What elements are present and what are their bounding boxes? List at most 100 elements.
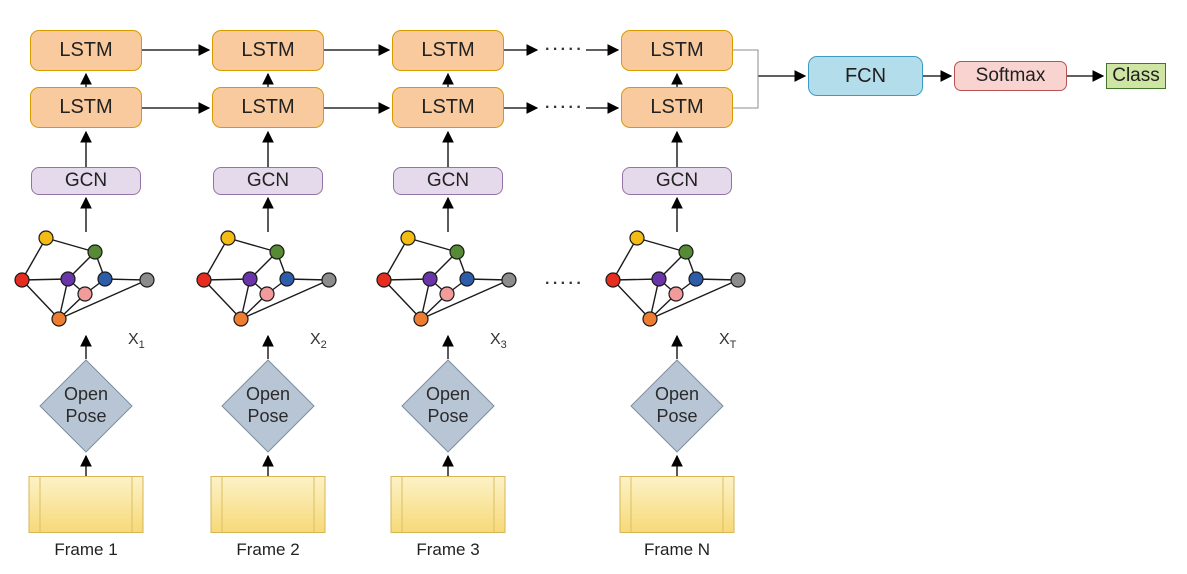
skeleton-node-red xyxy=(14,272,30,288)
skeleton-node-gray xyxy=(139,272,155,288)
skeleton-node-pink xyxy=(259,286,275,302)
softmax-box: Softmax xyxy=(954,61,1067,91)
x-label-base: X xyxy=(128,331,139,348)
gcn-box: GCN xyxy=(393,167,503,195)
skeleton-node-yellow xyxy=(38,230,54,246)
video-frame-shape xyxy=(619,476,735,533)
skeleton-node-orange xyxy=(51,311,67,327)
skeleton-edge xyxy=(21,278,69,281)
x-label-subscript: 2 xyxy=(320,339,327,352)
skeleton-node-blue xyxy=(459,271,475,287)
lstm-box: LSTM xyxy=(212,30,324,71)
openpose-label-line2: Pose xyxy=(656,406,698,426)
skeleton-edge xyxy=(21,237,47,281)
fcn-box: FCN xyxy=(808,56,923,96)
skeleton-node-purple xyxy=(242,271,258,287)
x-label-base: X xyxy=(310,331,321,348)
skeleton-node-blue xyxy=(279,271,295,287)
gcn-box: GCN xyxy=(213,167,323,195)
skeleton-node-pink xyxy=(668,286,684,302)
feature-label-x2: X2 xyxy=(310,331,327,351)
skeleton-node-gray xyxy=(321,272,337,288)
skeleton-node-green xyxy=(449,244,465,260)
skeleton-node-orange xyxy=(413,311,429,327)
lstm-box: LSTM xyxy=(212,87,324,128)
skeleton-node-orange xyxy=(642,311,658,327)
x-label-base: X xyxy=(490,331,501,348)
skeleton-node-red xyxy=(605,272,621,288)
skeleton-node-yellow xyxy=(629,230,645,246)
skeleton-node-green xyxy=(269,244,285,260)
lstm-box: LSTM xyxy=(621,30,733,71)
x-label-base: X xyxy=(719,331,730,348)
frame-label: Frame 1 xyxy=(54,540,118,559)
lstm-box: LSTM xyxy=(621,87,733,128)
skeleton-node-red xyxy=(376,272,392,288)
frame-strip-right xyxy=(131,477,133,532)
frame-strip-left xyxy=(630,477,632,532)
skeleton-node-purple xyxy=(422,271,438,287)
skeleton-node-green xyxy=(87,244,103,260)
skeleton-edge xyxy=(58,279,148,320)
skeleton-node-purple xyxy=(60,271,76,287)
skeleton-node-pink xyxy=(439,286,455,302)
lstm-merge-bracket xyxy=(733,49,759,109)
frame-strip-right xyxy=(722,477,724,532)
skeleton-graph xyxy=(196,230,337,327)
lstm-box: LSTM xyxy=(392,87,504,128)
openpose-label-line2: Pose xyxy=(427,406,469,426)
video-frame-shape xyxy=(28,476,144,533)
ellipsis-top-lstm-row: ····· xyxy=(545,41,585,58)
skeleton-node-yellow xyxy=(220,230,236,246)
skeleton-graph xyxy=(605,230,746,327)
gcn-box: GCN xyxy=(622,167,732,195)
feature-label-x3: X3 xyxy=(490,331,507,351)
frame-label: Frame N xyxy=(643,540,711,559)
frame-strip-right xyxy=(313,477,315,532)
x-label-subscript: 3 xyxy=(500,339,507,352)
x-label-subscript: T xyxy=(729,339,737,352)
lstm-box: LSTM xyxy=(392,30,504,71)
frame-strip-left xyxy=(401,477,403,532)
video-frame-shape xyxy=(390,476,506,533)
frame-strip-left xyxy=(39,477,41,532)
skeleton-node-yellow xyxy=(400,230,416,246)
openpose-label-line1: Open xyxy=(245,384,291,404)
openpose-label-line2: Pose xyxy=(247,406,289,426)
ellipsis-bottom-lstm-row: ····· xyxy=(545,99,585,116)
x-label-subscript: 1 xyxy=(138,339,145,352)
frame-label: Frame 2 xyxy=(236,540,300,559)
frame-label: Frame 3 xyxy=(416,540,480,559)
gcn-box: GCN xyxy=(31,167,141,195)
frame-strip-right xyxy=(493,477,495,532)
openpose-label-line1: Open xyxy=(63,384,109,404)
feature-label-x1: X1 xyxy=(128,331,145,351)
skeleton-node-gray xyxy=(730,272,746,288)
openpose-label-line1: Open xyxy=(425,384,471,404)
ellipsis-graph-row: ····· xyxy=(545,275,585,292)
skeleton-node-gray xyxy=(501,272,517,288)
skeleton-node-purple xyxy=(651,271,667,287)
openpose-label-line2: Pose xyxy=(65,406,107,426)
video-frame-shape xyxy=(210,476,326,533)
skeleton-edge xyxy=(45,237,96,253)
skeleton-node-blue xyxy=(688,271,704,287)
class-box: Class xyxy=(1106,63,1166,89)
lstm-box: LSTM xyxy=(30,30,142,71)
skeleton-edge xyxy=(21,279,60,320)
skeleton-graph xyxy=(14,230,155,327)
skeleton-graph xyxy=(376,230,517,327)
openpose-label-line1: Open xyxy=(654,384,700,404)
skeleton-node-orange xyxy=(233,311,249,327)
frame-strip-left xyxy=(221,477,223,532)
skeleton-node-pink xyxy=(77,286,93,302)
skeleton-node-blue xyxy=(97,271,113,287)
skeleton-node-red xyxy=(196,272,212,288)
feature-label-xt: XT xyxy=(719,331,736,351)
skeleton-node-green xyxy=(678,244,694,260)
